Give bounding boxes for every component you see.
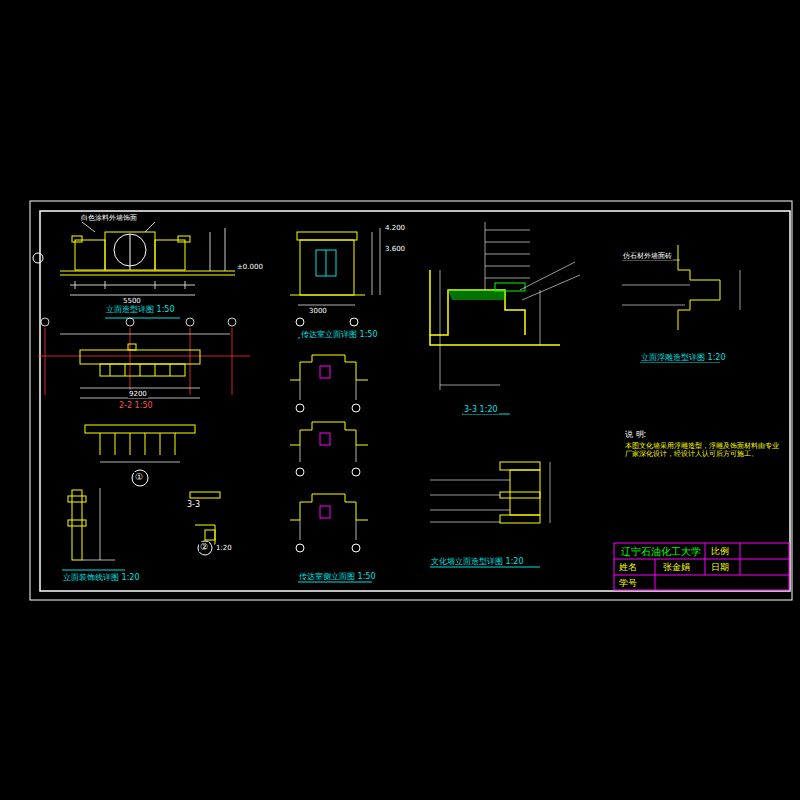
table-cell: 姓名 (618, 562, 638, 572)
table-cell: 张金娟 (662, 562, 691, 572)
table-cell: 比例 (710, 546, 730, 556)
scale-note: 1:20 (215, 544, 233, 552)
table-cell: 日期 (710, 562, 730, 572)
view-title: 传达室侧立面图 1:50 (298, 572, 377, 581)
callout-number: ① (134, 472, 144, 482)
dimension: 9200 (128, 390, 148, 398)
section-mark: 3-3 (186, 500, 201, 509)
view-title: 立面造型详图 1:50 (105, 305, 176, 314)
view-title: 立面浮雕造型详图 1:20 (640, 353, 727, 362)
view-title: 立面装饰线详图 1:20 (62, 573, 141, 582)
section-title: 2-2 1:50 (118, 401, 154, 410)
elevation-mark: 3.600 (384, 245, 406, 253)
notes-heading: 说 明: (624, 430, 647, 439)
material-note: 白色涂料外墙饰面 (80, 214, 138, 222)
notes-text: 本图文化墙采用浮雕造型，浮雕及饰面材料由专业厂家深化设计，经设计人认可后方可施工… (624, 442, 786, 458)
table-cell: 学号 (618, 578, 638, 588)
section-title: 3-3 1:20 (463, 405, 499, 414)
elevation-mark: 4.200 (384, 224, 406, 232)
school-name: 辽宁石油化工大学 (620, 546, 702, 558)
dimension: 3000 (308, 307, 328, 315)
view-title: 文化墙立面造型详图 1:20 (430, 557, 525, 566)
material-note: 仿石材外墙面砖 (622, 252, 673, 260)
view-title: 传达室立面详图 1:50 (300, 330, 379, 339)
elevation-mark: ±0.000 (236, 263, 264, 271)
callout-number: ② (199, 542, 209, 552)
dimension: 5500 (122, 297, 142, 305)
